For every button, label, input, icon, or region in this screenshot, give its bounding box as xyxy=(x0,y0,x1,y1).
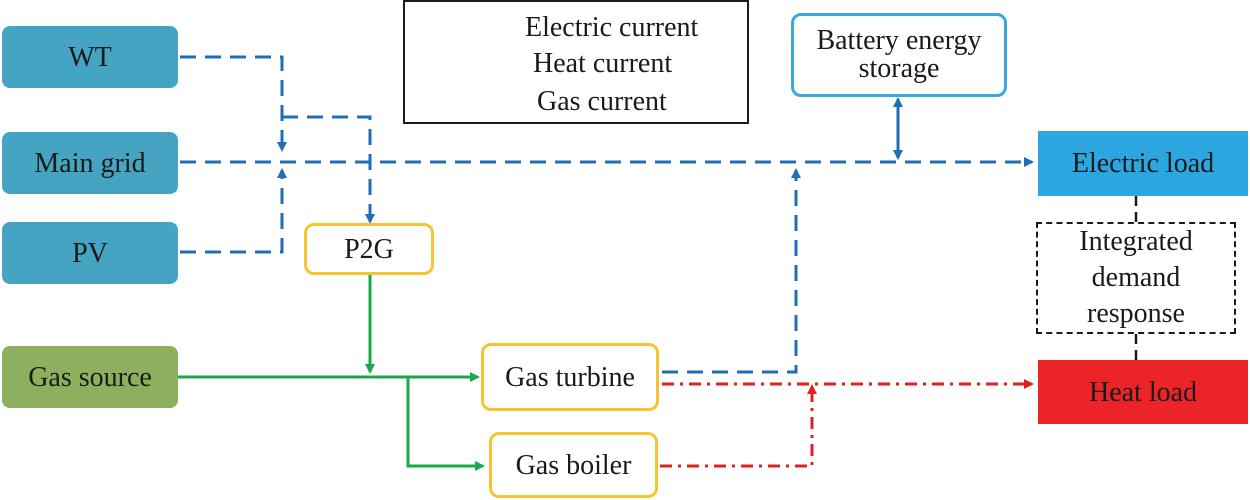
wt-flow xyxy=(180,55,287,152)
wt-node: WT xyxy=(2,26,178,88)
heat-load-label: Heat load xyxy=(1088,376,1198,408)
legend-heat-label: Heat current xyxy=(533,48,673,79)
electric-load-node: Electric load xyxy=(1038,131,1248,196)
p2g-label: P2G xyxy=(344,233,394,265)
legend: Electric current Heat current Gas curren… xyxy=(403,0,749,124)
integrated-demand-response-node: Integrated demand response xyxy=(1036,222,1236,334)
electric-load-label: Electric load xyxy=(1071,148,1215,179)
pv-node: PV xyxy=(2,222,178,284)
main-grid-label: Main grid xyxy=(34,147,146,179)
turbine-electric-flow xyxy=(662,168,801,374)
boiler-heat-flow xyxy=(660,384,817,468)
p2g-node: P2G xyxy=(304,223,434,275)
main-grid-node: Main grid xyxy=(2,132,178,194)
idr-label-line1: Integrated xyxy=(1079,226,1193,257)
pv-label: PV xyxy=(72,237,108,269)
pv-flow xyxy=(180,168,287,254)
idr-label-line3: response xyxy=(1087,298,1185,329)
gas-turbine-label: Gas turbine xyxy=(505,361,635,393)
gas-boiler-node: Gas boiler xyxy=(489,432,658,498)
battery-label-line2: storage xyxy=(858,53,940,84)
idr-label-line2: demand xyxy=(1091,262,1181,293)
gas-turbine-node: Gas turbine xyxy=(481,343,659,411)
wt-label: WT xyxy=(68,41,112,73)
battery-label-line1: Battery energy xyxy=(816,25,982,56)
gas-flows xyxy=(178,275,485,471)
gas-boiler-label: Gas boiler xyxy=(515,449,632,481)
electric-flows xyxy=(180,55,1034,374)
heat-load-node: Heat load xyxy=(1038,360,1248,424)
to-p2g-flow xyxy=(282,115,375,224)
heat-flows xyxy=(660,379,1034,468)
gas-source-node: Gas source xyxy=(2,346,178,408)
battery-storage-node: Battery energy storage xyxy=(791,13,1007,97)
to-boiler-flow xyxy=(406,377,485,471)
gas-source-label: Gas source xyxy=(28,361,152,393)
legend-gas-label: Gas current xyxy=(537,86,667,117)
legend-electric-label: Electric current xyxy=(525,12,699,43)
